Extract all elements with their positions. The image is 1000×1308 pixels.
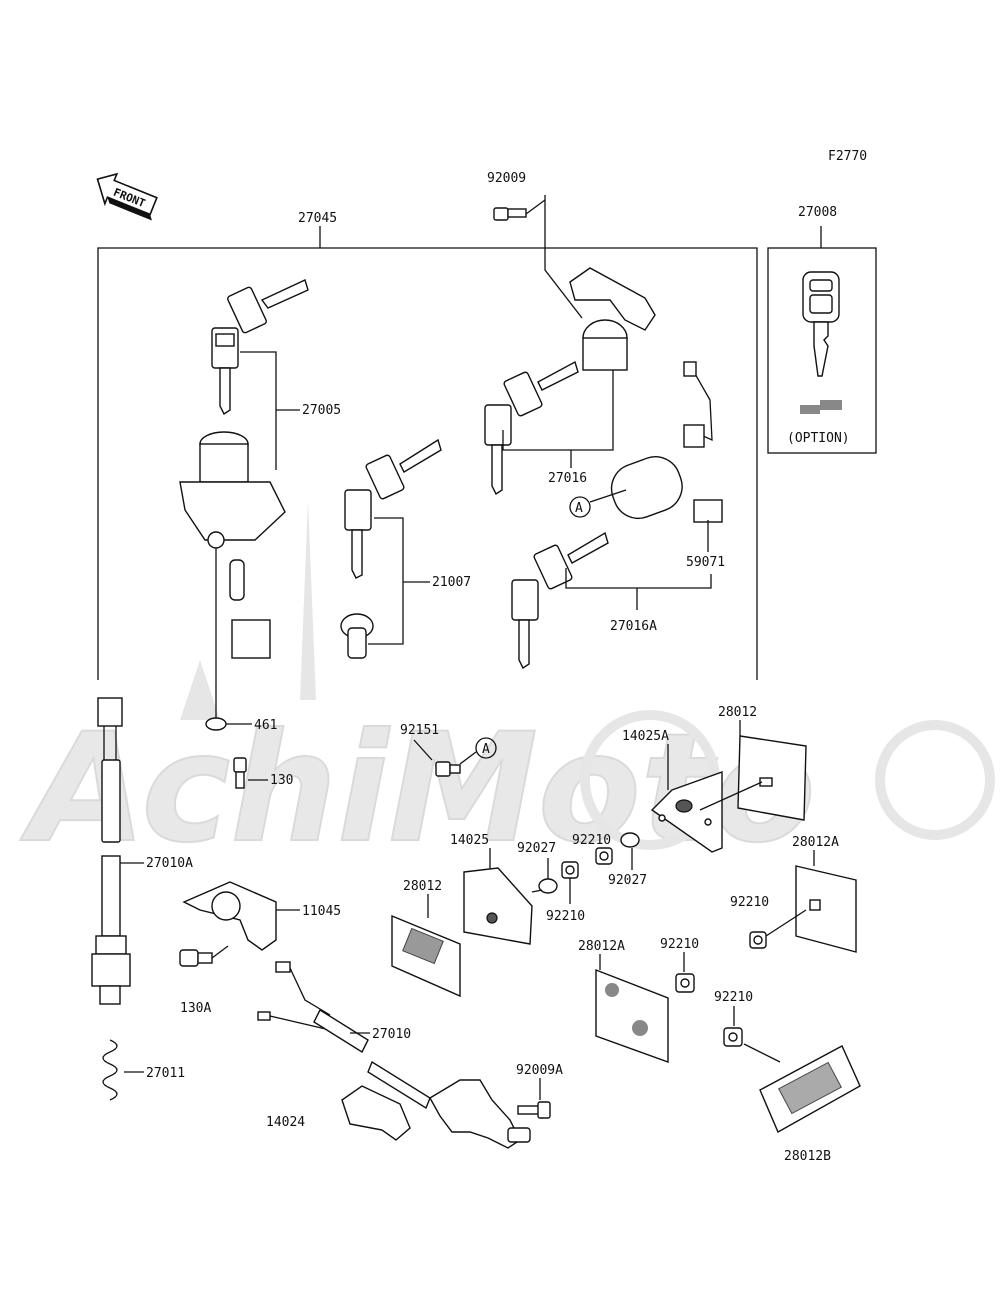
part-label-21007: 21007 xyxy=(432,575,471,590)
part-label-28012-right: 28012 xyxy=(718,705,757,720)
part-label-14025A: 14025A xyxy=(622,729,669,744)
collar-icon-mid xyxy=(620,832,640,848)
nut-icon-center xyxy=(561,861,579,879)
reflector-28012A-left xyxy=(595,968,669,1063)
part-label-14025: 14025 xyxy=(450,833,489,848)
part-label-27010: 27010 xyxy=(372,1027,411,1042)
nut-icon-right xyxy=(749,931,767,949)
part-label-27016: 27016 xyxy=(548,471,587,486)
part-label-27011: 27011 xyxy=(146,1066,185,1081)
part-label-28012A-right: 28012A xyxy=(792,835,839,850)
part-label-11045: 11045 xyxy=(302,904,341,919)
switch-cover xyxy=(341,1085,411,1141)
part-label-92151: 130 xyxy=(270,773,293,788)
part-label-92210-right: 92210 xyxy=(730,895,769,910)
part-label-92210-mid: 92210 xyxy=(572,833,611,848)
bolt-icon-130a xyxy=(179,949,213,967)
watermark: AchiMoto xyxy=(19,500,995,877)
part-label-92027-right: 92027 xyxy=(608,873,647,888)
part-label-92210-lower: 92210 xyxy=(660,937,699,952)
fuel-cap-key-set xyxy=(340,438,442,659)
part-label-27010A: 27010A xyxy=(146,856,193,871)
part-label-130A: 130A xyxy=(180,1001,211,1016)
part-label-14024: 14024 xyxy=(266,1115,305,1130)
option-label: (OPTION) xyxy=(787,431,850,446)
ignition-key-set xyxy=(211,279,309,416)
bolt-icon-92009a xyxy=(517,1101,551,1119)
figure-code: F2770 xyxy=(828,149,867,164)
reflector-28012A-right xyxy=(795,865,857,953)
switch-harness xyxy=(257,961,531,1149)
nut-icon xyxy=(435,761,461,777)
part-label-27008: 27008 xyxy=(798,205,837,220)
callout-a-bottom: A xyxy=(482,742,490,757)
brake-light-switch xyxy=(91,697,131,1005)
part-label-59071: 59071 xyxy=(686,555,725,570)
part-label-92009A: 92009A xyxy=(516,1063,563,1078)
spring-icon xyxy=(102,1039,118,1101)
blank-key-icon xyxy=(800,271,842,414)
helmet-lock xyxy=(610,361,723,523)
front-arrow-icon: FRONT xyxy=(96,172,158,221)
screw-icon xyxy=(233,757,247,789)
part-label-130: 92151 xyxy=(400,723,439,738)
callout-a-top: A xyxy=(575,501,583,516)
part-label-461: 461 xyxy=(254,718,277,733)
ignition-switch xyxy=(179,431,286,659)
part-label-28012-left: 28012 xyxy=(403,879,442,894)
helmet-lock-key-set xyxy=(511,531,609,670)
washer-icon xyxy=(205,717,227,731)
part-label-92210-bottom: 92210 xyxy=(714,990,753,1005)
nut-icon-mid xyxy=(595,847,613,865)
bolt-icon xyxy=(493,207,527,221)
switch-bracket xyxy=(182,881,277,951)
part-label-92009: 92009 xyxy=(487,171,526,186)
part-label-27045: 27045 xyxy=(298,211,337,226)
part-label-92210-center: 92210 xyxy=(546,909,585,924)
part-label-92027-left: 92027 xyxy=(517,841,556,856)
seat-lock-key-set xyxy=(484,360,579,496)
seat-lock-bracket xyxy=(569,267,656,371)
reflector-28012-left xyxy=(391,914,461,998)
collar-icon xyxy=(538,878,558,894)
reflector-bracket-14025 xyxy=(463,867,533,945)
part-label-28012B: 28012B xyxy=(784,1149,831,1164)
part-label-28012A-left: 28012A xyxy=(578,939,625,954)
nut-icon-lower xyxy=(675,973,695,993)
part-label-27016A: 27016A xyxy=(610,619,657,634)
option-box xyxy=(767,247,877,454)
part-label-27005: 27005 xyxy=(302,403,341,418)
reflector-28012B xyxy=(759,1045,861,1133)
nut-icon-bottom xyxy=(723,1027,743,1047)
